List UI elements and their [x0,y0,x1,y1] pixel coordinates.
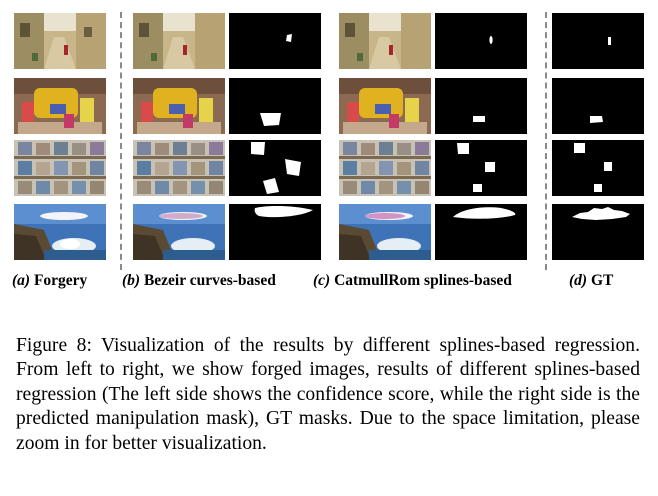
forgery-image-row1 [14,13,106,69]
bezier-confidence-row1 [133,13,225,69]
column-label-a: (a) Forgery [12,272,88,289]
bezier-confidence-row4 [133,204,225,260]
catmullrom-confidence-row4 [339,204,431,260]
column-divider-2 [545,12,547,270]
column-label-c: (c) CatmullRom splines-based [313,272,512,289]
forgery-image-row2 [14,78,106,134]
gt-mask-row4 [552,204,644,260]
bezier-mask-row4 [229,204,321,260]
figure-8: (a) Forgery (b) Bezeir curves-based (c) … [12,12,644,289]
column-divider-1 [120,12,122,270]
forgery-image-row3 [14,140,106,196]
catmullrom-confidence-row2 [339,78,431,134]
gt-mask-row2 [552,78,644,134]
column-label-b: (b) Bezeir curves-based [122,272,276,289]
catmullrom-confidence-row3 [339,140,431,196]
column-label-d: (d) GT [569,272,614,289]
figure-caption: Figure 8: Visualization of the results b… [16,334,640,454]
catmullrom-mask-row3 [435,140,527,196]
catmullrom-mask-row2 [435,78,527,134]
bezier-confidence-row3 [133,140,225,196]
catmullrom-confidence-row1 [339,13,431,69]
bezier-mask-row1 [229,13,321,69]
gt-mask-row1 [552,13,644,69]
bezier-mask-row3 [229,140,321,196]
catmullrom-mask-row1 [435,13,527,69]
catmullrom-mask-row4 [435,204,527,260]
gt-mask-row3 [552,140,644,196]
bezier-confidence-row2 [133,78,225,134]
forgery-image-row4 [14,204,106,260]
bezier-mask-row2 [229,78,321,134]
